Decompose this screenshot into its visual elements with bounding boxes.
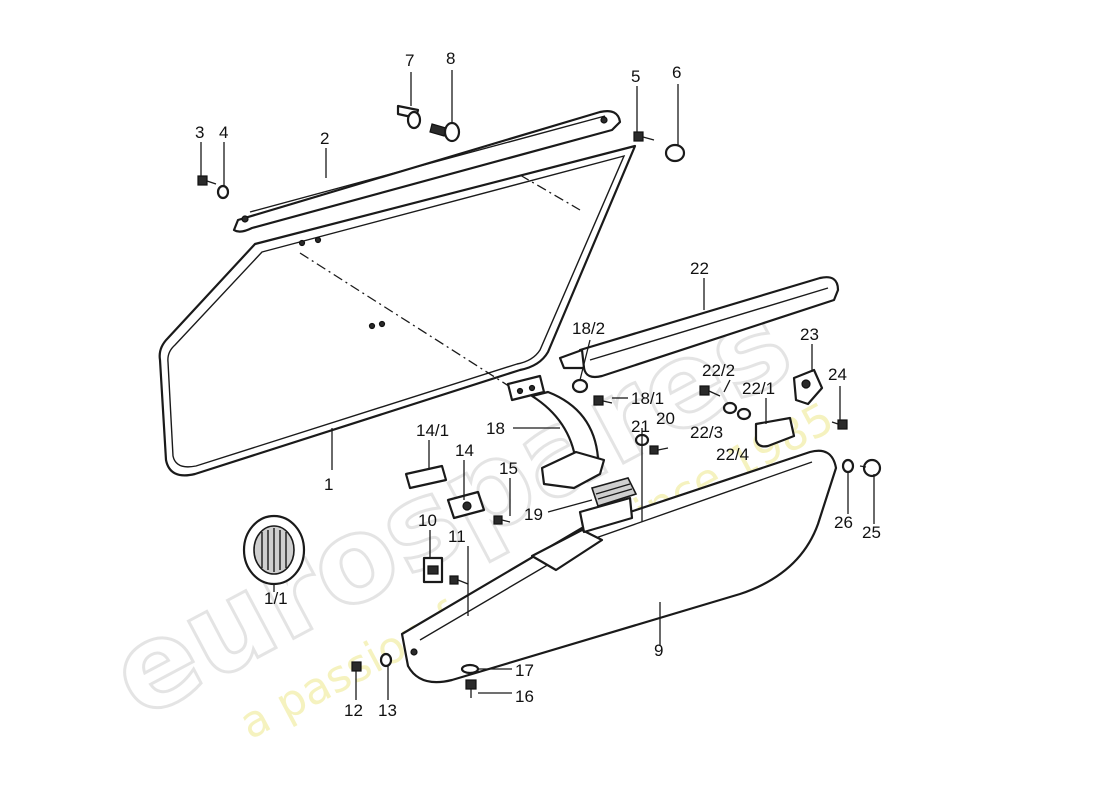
label-1-1: 1/1 bbox=[264, 589, 288, 608]
label-18: 18 bbox=[486, 419, 505, 438]
block-22-1 bbox=[754, 416, 796, 448]
label-12: 12 bbox=[344, 701, 363, 720]
label-14-1: 14/1 bbox=[416, 421, 449, 440]
label-11: 11 bbox=[448, 527, 466, 546]
label-22-4: 22/4 bbox=[716, 445, 749, 464]
label-22-2: 22/2 bbox=[702, 361, 735, 380]
washer-22-4 bbox=[736, 407, 752, 421]
washer-22-3 bbox=[722, 401, 738, 415]
latch-23 bbox=[792, 368, 824, 406]
washer-18-2 bbox=[571, 378, 589, 394]
washer-4 bbox=[216, 184, 230, 200]
screw-12 bbox=[351, 661, 362, 680]
label-20: 20 bbox=[656, 409, 675, 428]
label-21: 21 bbox=[631, 417, 650, 436]
label-1: 1 bbox=[324, 475, 333, 494]
label-6: 6 bbox=[672, 63, 681, 82]
armrest-body bbox=[400, 449, 838, 684]
clip-10 bbox=[422, 556, 444, 584]
label-8: 8 bbox=[446, 49, 455, 68]
screw-15 bbox=[493, 515, 511, 525]
label-17: 17 bbox=[515, 661, 534, 680]
washer-13 bbox=[379, 652, 393, 668]
washer-17 bbox=[460, 663, 480, 675]
label-5: 5 bbox=[631, 67, 640, 86]
screw-11 bbox=[449, 575, 469, 585]
screw-16 bbox=[465, 679, 477, 698]
washer-26 bbox=[841, 458, 855, 474]
label-23: 23 bbox=[800, 325, 819, 344]
handle-14-1 bbox=[404, 464, 448, 490]
label-22-1: 22/1 bbox=[742, 379, 775, 398]
screw-24 bbox=[831, 419, 848, 430]
upper-trim-strip bbox=[232, 110, 622, 233]
label-16: 16 bbox=[515, 687, 534, 706]
screw-18-1 bbox=[593, 395, 613, 406]
speaker-grille-1-1 bbox=[242, 514, 306, 586]
label-22-3: 22/3 bbox=[690, 423, 723, 442]
screw-3 bbox=[197, 175, 217, 186]
assembly-line-strip bbox=[519, 174, 581, 211]
label-25: 25 bbox=[862, 523, 881, 542]
grille-19 bbox=[590, 477, 638, 507]
bolt-25 bbox=[859, 458, 882, 478]
leader-lines bbox=[200, 70, 875, 700]
label-3: 3 bbox=[195, 123, 204, 142]
label-13: 13 bbox=[378, 701, 397, 720]
assembly-line-panel-bracket bbox=[299, 252, 516, 391]
label-18-2: 18/2 bbox=[572, 319, 605, 338]
clip-8 bbox=[429, 121, 461, 143]
bracket-18 bbox=[506, 374, 606, 490]
label-9: 9 bbox=[654, 641, 663, 660]
label-19: 19 bbox=[524, 505, 543, 524]
screw-20 bbox=[649, 445, 669, 455]
screw-22-2 bbox=[699, 385, 721, 397]
clip-7 bbox=[396, 104, 422, 130]
label-2: 2 bbox=[320, 129, 329, 148]
armrest-top bbox=[558, 276, 840, 379]
label-14: 14 bbox=[455, 441, 474, 460]
label-15: 15 bbox=[499, 459, 518, 478]
part-number-labels: 1 1/1 2 3 4 5 6 7 8 9 10 11 12 13 14 14/… bbox=[195, 49, 881, 720]
label-18-1: 18/1 bbox=[631, 389, 664, 408]
screw-5 bbox=[633, 131, 655, 142]
handle-14 bbox=[446, 490, 486, 520]
label-22: 22 bbox=[690, 259, 709, 278]
cap-6 bbox=[664, 143, 686, 163]
label-24: 24 bbox=[828, 365, 847, 384]
label-26: 26 bbox=[834, 513, 853, 532]
label-7: 7 bbox=[405, 51, 414, 70]
label-10: 10 bbox=[418, 511, 437, 530]
label-4: 4 bbox=[219, 123, 228, 142]
door-panel bbox=[158, 144, 637, 477]
